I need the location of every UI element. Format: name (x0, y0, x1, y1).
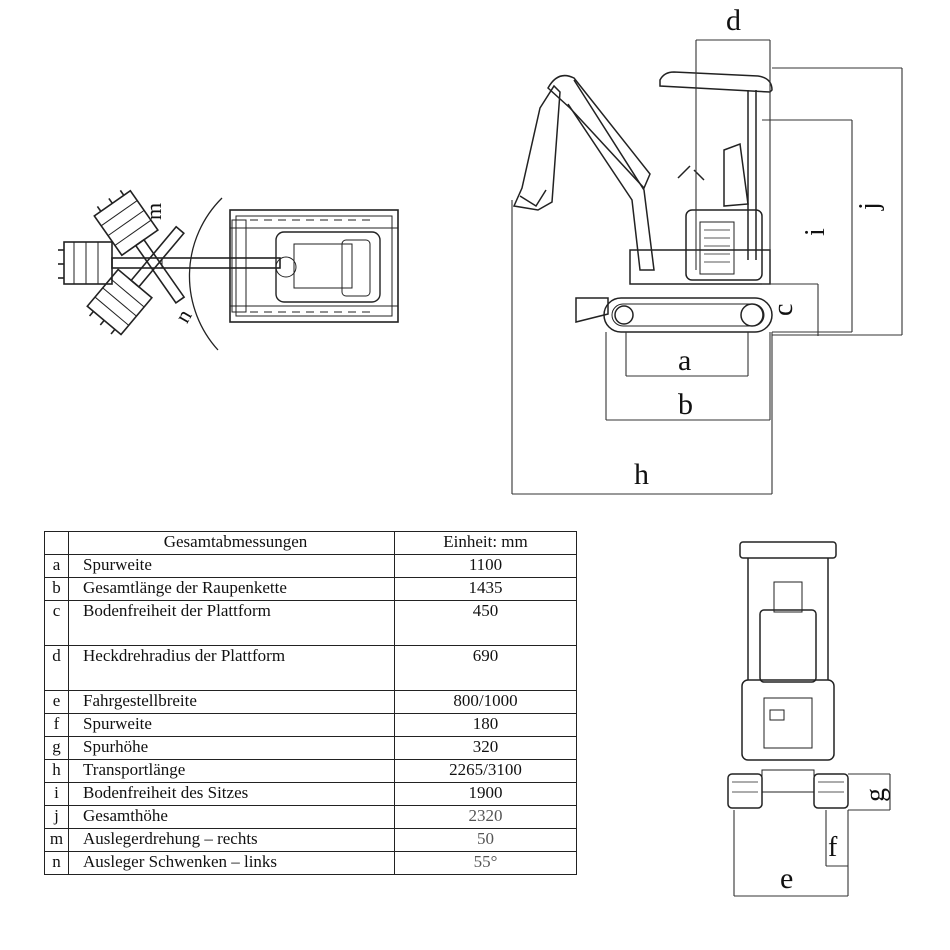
row-code: i (44, 782, 69, 806)
top-view-svg: m n (58, 189, 399, 351)
row-description: Heckdrehradius der Plattform (68, 645, 395, 691)
top-view-diagram: m n (50, 80, 410, 480)
row-value: 800/1000 (394, 690, 577, 714)
row-value: 50 (394, 828, 577, 852)
table-row: n Ausleger Schwenken – links 55° (44, 851, 577, 875)
row-value: 55° (394, 851, 577, 875)
header-unit: Einheit: mm (394, 531, 577, 555)
undercarriage-top (229, 209, 399, 323)
label-m: m (141, 203, 166, 220)
table-row: c Bodenfreiheit der Plattform 450 (44, 600, 577, 646)
table-row: h Transportlänge 2265/3100 (44, 759, 577, 783)
row-value: 2265/3100 (394, 759, 577, 783)
front-view-diagram: g f e (720, 530, 900, 910)
table-row: e Fahrgestellbreite 800/1000 (44, 690, 577, 714)
front-view-svg: g f e (727, 541, 891, 897)
row-code: j (44, 805, 69, 829)
row-description: Spurweite (68, 554, 395, 578)
arm (512, 84, 561, 211)
front-track-right (813, 773, 849, 809)
label-e: e (780, 862, 793, 895)
label-b: b (678, 388, 693, 421)
row-code: f (44, 713, 69, 737)
row-code: n (44, 851, 69, 875)
row-description: Transportlänge (68, 759, 395, 783)
row-value: 1435 (394, 577, 577, 601)
row-code: h (44, 759, 69, 783)
row-description: Auslegerdrehung – rechts (68, 828, 395, 852)
front-track-left (727, 773, 763, 809)
label-n: n (170, 305, 197, 327)
row-description: Spurhöhe (68, 736, 395, 760)
row-description: Spurweite (68, 713, 395, 737)
row-code: g (44, 736, 69, 760)
label-a: a (678, 344, 691, 377)
row-code: a (44, 554, 69, 578)
row-description: Gesamthöhe (68, 805, 395, 829)
row-description: Gesamtlänge der Raupenkette (68, 577, 395, 601)
boom-center (111, 257, 281, 269)
table-row: j Gesamthöhe 2320 (44, 805, 577, 829)
row-code: b (44, 577, 69, 601)
table-row: g Spurhöhe 320 (44, 736, 577, 760)
table-row: i Bodenfreiheit des Sitzes 1900 (44, 782, 577, 806)
table-row: b Gesamtlänge der Raupenkette 1435 (44, 577, 577, 601)
row-code: m (44, 828, 69, 852)
row-value: 690 (394, 645, 577, 691)
dimension-table: Gesamtabmessungen Einheit: mm a Spurweit… (44, 531, 577, 875)
label-i: i (800, 228, 831, 236)
row-description: Ausleger Schwenken – links (68, 851, 395, 875)
side-view-svg: d a b h c i j (511, 4, 903, 495)
canopy (659, 71, 773, 93)
table-row: m Auslegerdrehung – rechts 50 (44, 828, 577, 852)
row-description: Fahrgestellbreite (68, 690, 395, 714)
row-code: e (44, 690, 69, 714)
label-c: c (768, 304, 799, 316)
table-row: f Spurweite 180 (44, 713, 577, 737)
swing-arc (188, 197, 223, 351)
boom-left-swing (134, 238, 186, 304)
label-d: d (726, 4, 741, 37)
label-f: f (828, 832, 838, 863)
label-h: h (634, 458, 649, 491)
row-description: Bodenfreiheit des Sitzes (68, 782, 395, 806)
row-code: c (44, 600, 69, 646)
row-value: 1100 (394, 554, 577, 578)
row-description: Bodenfreiheit der Plattform (68, 600, 395, 646)
row-value: 2320 (394, 805, 577, 829)
header-code (44, 531, 69, 555)
row-value: 320 (394, 736, 577, 760)
track (603, 297, 773, 333)
front-canopy (739, 541, 837, 559)
side-view-diagram: d a b h c i j (500, 0, 920, 500)
table-header-row: Gesamtabmessungen Einheit: mm (44, 531, 577, 555)
row-value: 180 (394, 713, 577, 737)
label-j: j (854, 202, 885, 211)
boom (547, 74, 651, 190)
table-row: a Spurweite 1100 (44, 554, 577, 578)
row-value: 1900 (394, 782, 577, 806)
row-code: d (44, 645, 69, 691)
row-value: 450 (394, 600, 577, 646)
label-g: g (860, 788, 891, 802)
table-row: d Heckdrehradius der Plattform 690 (44, 645, 577, 691)
header-description: Gesamtabmessungen (68, 531, 395, 555)
